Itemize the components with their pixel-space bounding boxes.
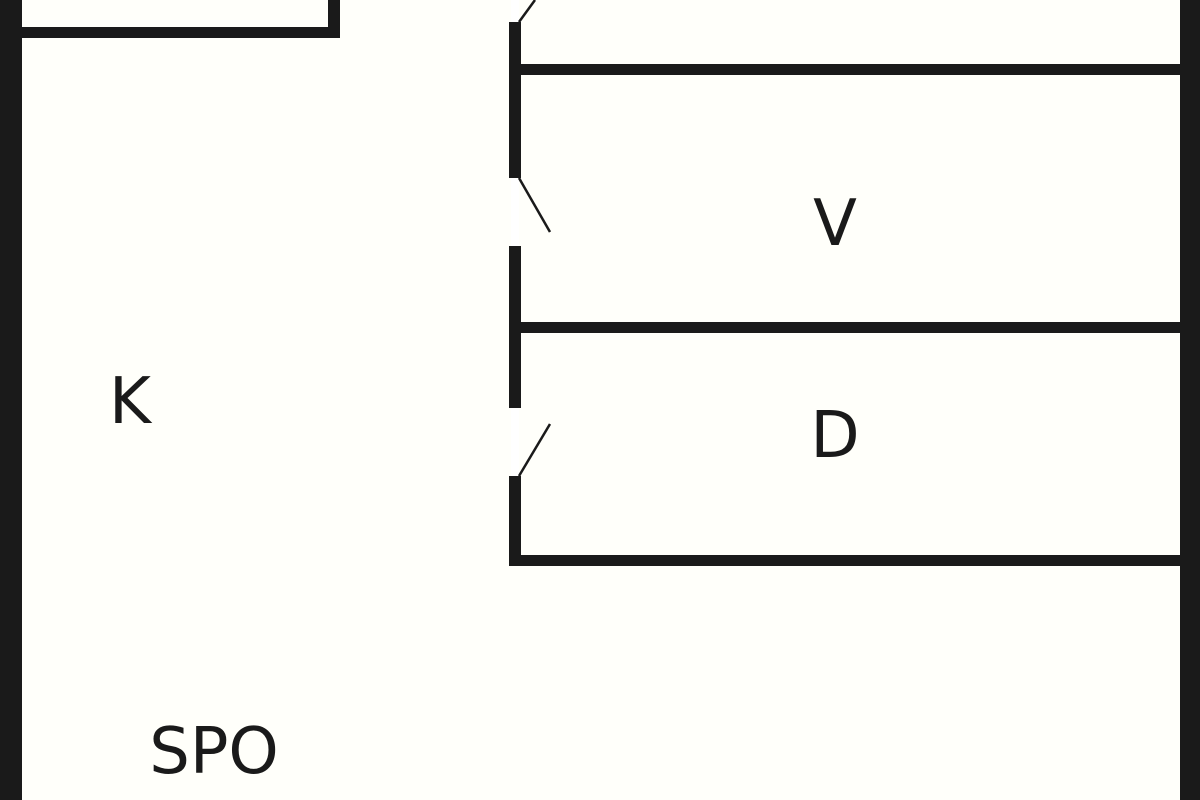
- wall-horizontal-3: [509, 555, 1200, 566]
- door-swing-d: [517, 423, 552, 477]
- inner-wall-v-seg3: [509, 476, 521, 566]
- room-label-k: K: [109, 365, 153, 439]
- door-swing-v: [517, 177, 552, 233]
- inner-wall-v-seg1: [509, 22, 521, 178]
- door-swing-top: [517, 0, 537, 23]
- wall-horizontal-2: [509, 322, 1200, 333]
- room-label-d: D: [810, 399, 859, 473]
- room-label-spo: SPO: [149, 715, 279, 789]
- door-gap-d: [511, 408, 519, 476]
- room-label-v: V: [813, 187, 857, 261]
- door-gap-top: [511, 0, 519, 22]
- outer-wall-left: [0, 0, 22, 800]
- door-gap-v: [511, 178, 519, 246]
- outer-wall-right: [1180, 0, 1200, 800]
- top-box-wall-bottom: [22, 27, 340, 38]
- wall-horizontal-1: [509, 64, 1200, 75]
